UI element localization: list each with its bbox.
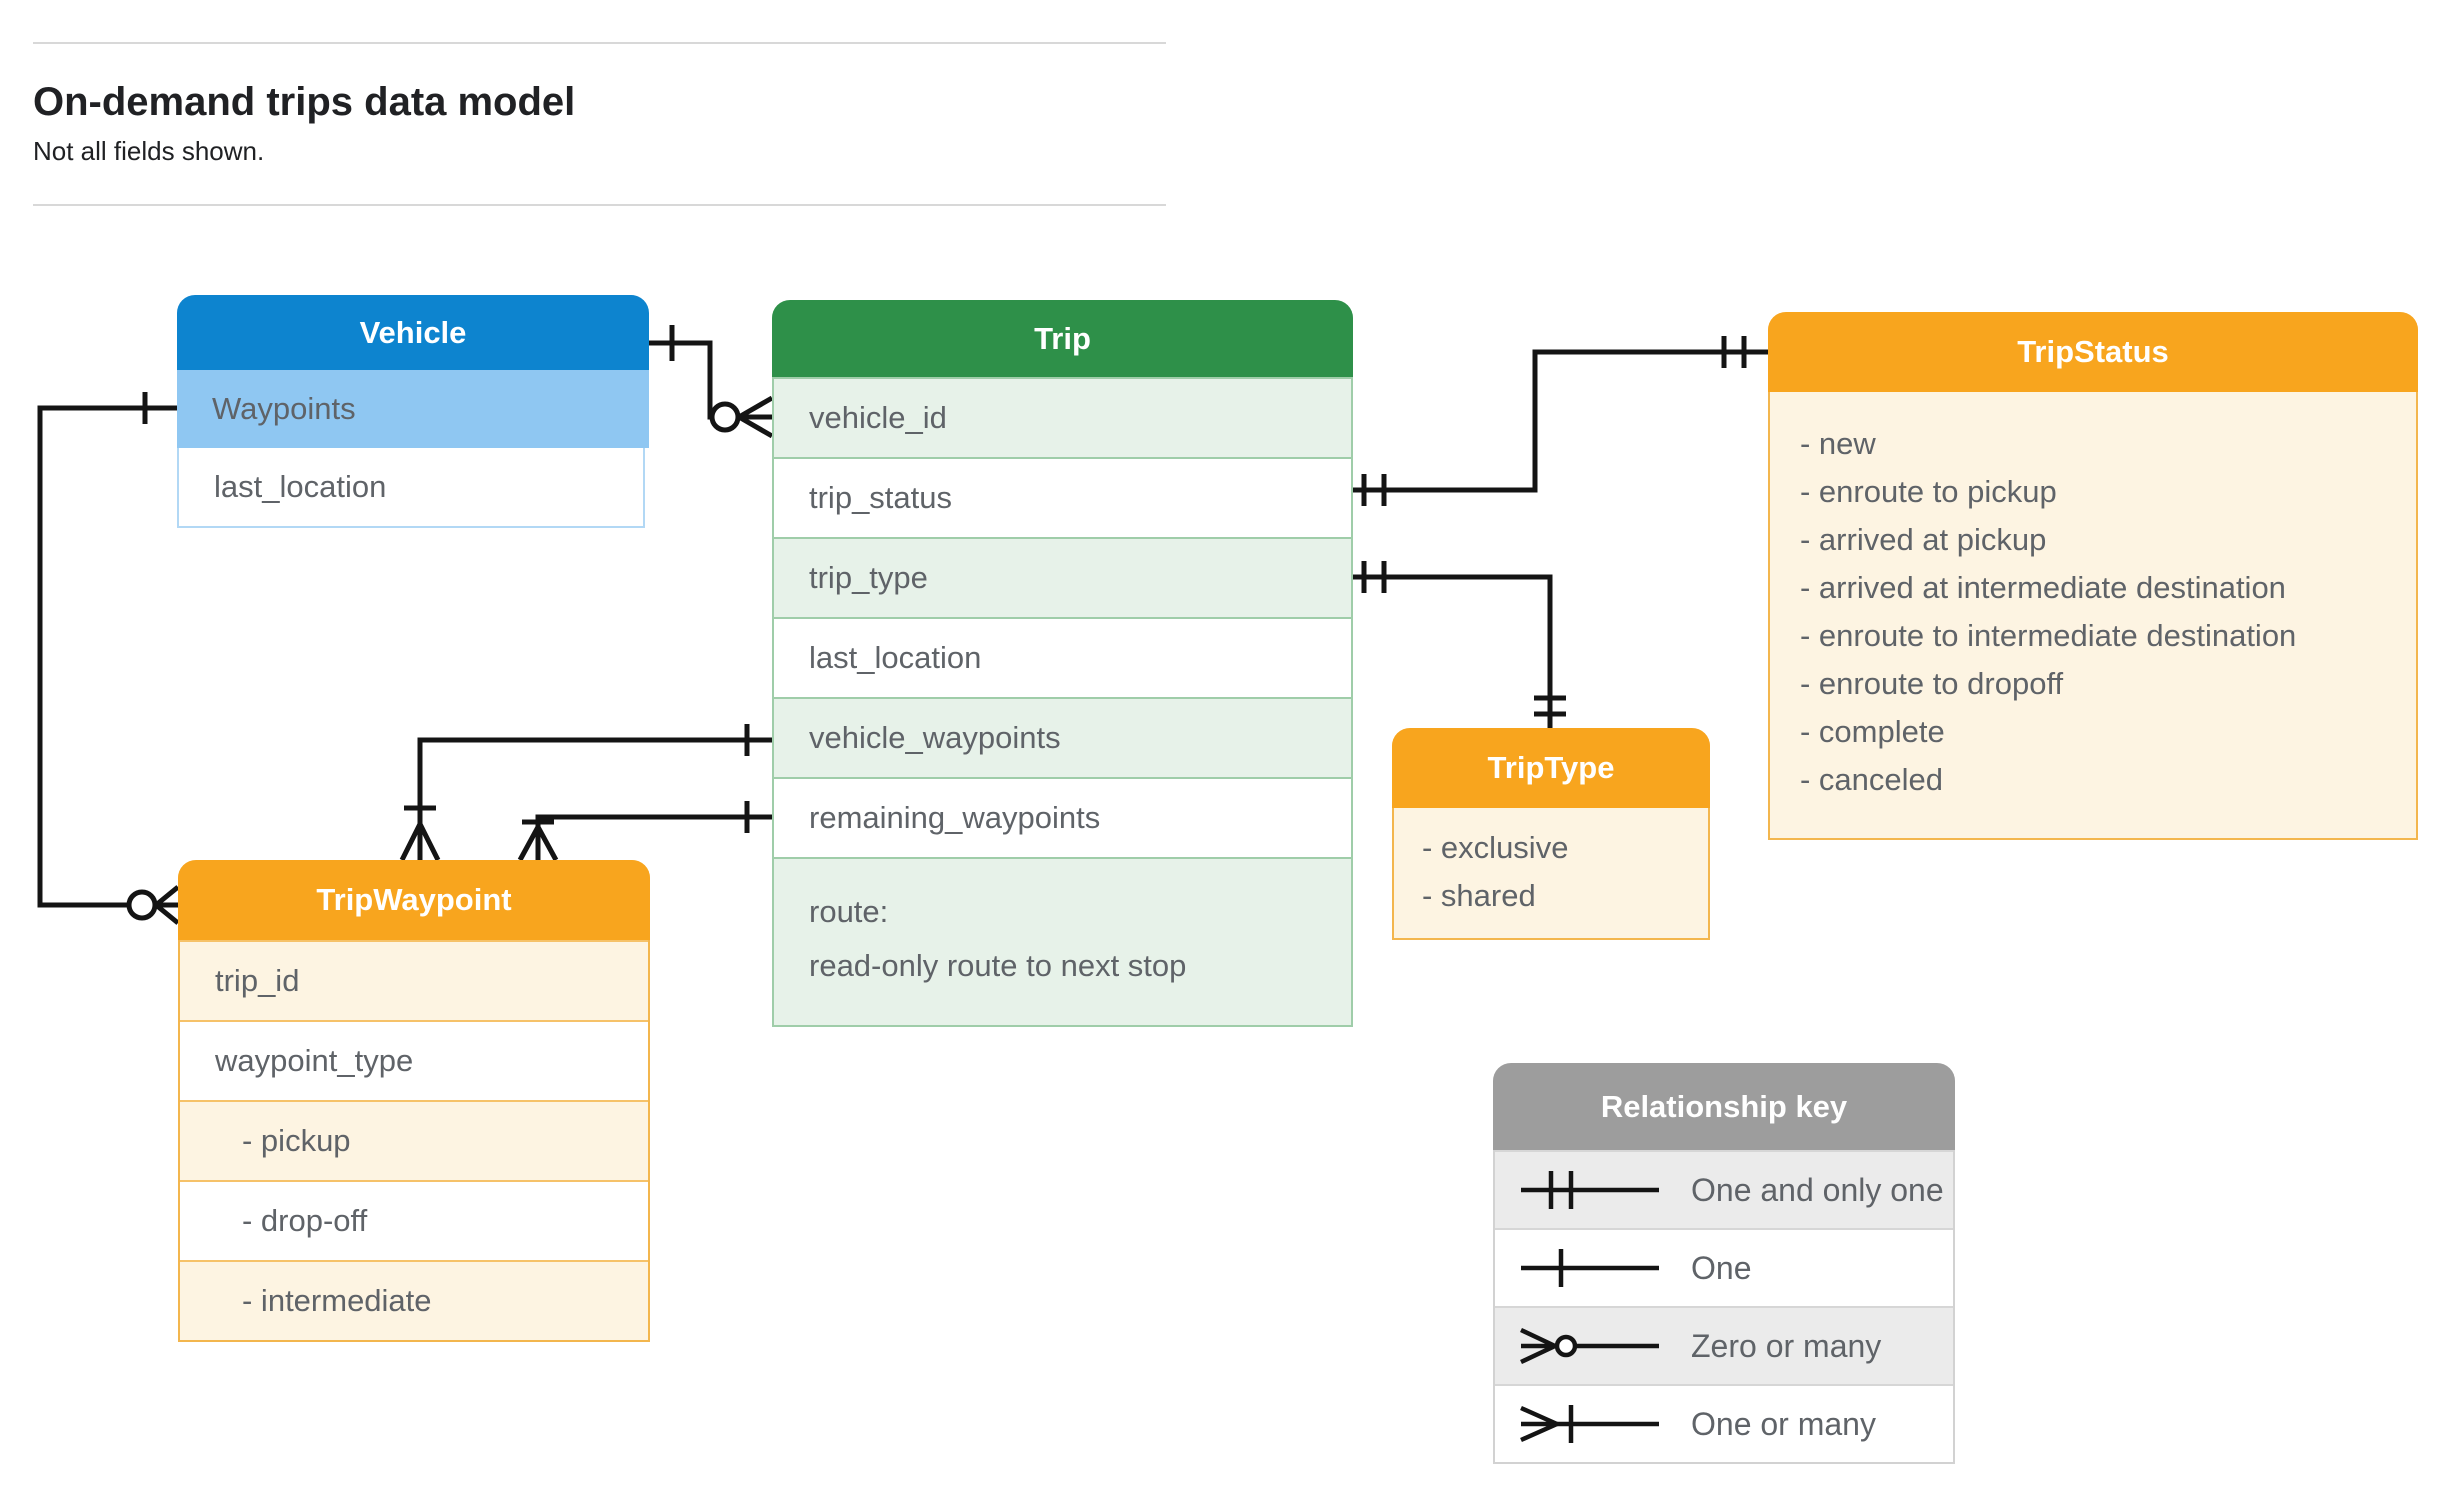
entity-tripwaypoint-title: TripWaypoint [178, 860, 650, 940]
type-value: - shared [1422, 878, 1536, 913]
crow-foot-many [154, 885, 180, 925]
field-last-location: last_location [774, 617, 1351, 697]
waypoint-value-pickup: - pickup [180, 1100, 648, 1180]
status-value: - complete [1800, 714, 1945, 749]
status-value: - arrived at intermediate destination [1800, 570, 2286, 605]
one-or-many-icon [1520, 1405, 1659, 1443]
entity-tripstatus: TripStatus - new - enroute to pickup - a… [1768, 312, 2418, 840]
connector-vehicle-tripwaypoint [37, 392, 180, 925]
entity-vehicle-title: Vehicle [177, 295, 649, 370]
entity-vehicle: Vehicle Waypoints last_location [177, 295, 649, 528]
status-value: - enroute to intermediate destination [1800, 618, 2297, 653]
field-trip-type: trip_type [774, 537, 1351, 617]
legend-label: Zero or many [1691, 1327, 1882, 1364]
relationship-key: Relationship key One and only one One Ze [1493, 1063, 1955, 1464]
legend-row-one-or-many: One or many [1495, 1384, 1953, 1462]
crow-foot-many [517, 825, 559, 862]
one-icon [1521, 1249, 1659, 1287]
zero-marker [709, 401, 741, 433]
field-vehicle-id: vehicle_id [774, 377, 1351, 457]
connector-trip-tripstatus [1353, 336, 1768, 506]
entity-tripstatus-values: - new - enroute to pickup - arrived at p… [1770, 392, 2416, 838]
field-waypoints: Waypoints [177, 370, 649, 448]
status-value: - enroute to pickup [1800, 474, 2057, 509]
relationship-key-title: Relationship key [1493, 1063, 1955, 1150]
connector-trip-tripwaypoint-remaining-waypoints [517, 801, 772, 862]
legend-label: One or many [1691, 1405, 1876, 1442]
legend-row-zero-or-many: Zero or many [1495, 1306, 1953, 1384]
status-value: - new [1800, 426, 1876, 461]
legend-row-one-and-only-one: One and only one [1495, 1150, 1953, 1228]
divider-top [33, 42, 1166, 44]
field-route-label: route: [809, 894, 889, 929]
one-and-only-one-icon [1521, 1171, 1659, 1209]
entity-triptype: TripType - exclusive - shared [1392, 728, 1710, 940]
legend-label: One and only one [1691, 1171, 1944, 1208]
connector-trip-triptype [1353, 561, 1566, 728]
legend-label: One [1691, 1249, 1752, 1286]
waypoint-value-intermediate: - intermediate [180, 1260, 648, 1340]
field-last-location: last_location [179, 448, 643, 526]
connector-trip-tripwaypoint-vehicle-waypoints [399, 724, 772, 862]
crow-foot-many [399, 822, 441, 862]
status-value: - enroute to dropoff [1800, 666, 2064, 701]
entity-triptype-values: - exclusive - shared [1394, 808, 1708, 938]
field-vehicle-waypoints: vehicle_waypoints [774, 697, 1351, 777]
field-trip-id: trip_id [180, 940, 648, 1020]
divider-bottom [33, 204, 1166, 206]
legend-row-one: One [1495, 1228, 1953, 1306]
entity-tripwaypoint: TripWaypoint trip_id waypoint_type - pic… [178, 860, 650, 1342]
status-value: - arrived at pickup [1800, 522, 2047, 557]
entity-triptype-title: TripType [1392, 728, 1710, 808]
field-trip-status: trip_status [774, 457, 1351, 537]
entity-trip: Trip vehicle_id trip_status trip_type la… [772, 300, 1353, 1027]
zero-marker [126, 889, 158, 921]
waypoint-value-dropoff: - drop-off [180, 1180, 648, 1260]
crow-foot-many [737, 395, 774, 439]
zero-or-many-icon [1520, 1327, 1659, 1365]
entity-trip-title: Trip [772, 300, 1353, 377]
field-route: route: read-only route to next stop [774, 857, 1351, 1025]
connector-vehicle-trip [645, 325, 774, 439]
field-waypoint-type: waypoint_type [180, 1020, 648, 1100]
page-subtitle: Not all fields shown. [33, 136, 265, 166]
page-title: On-demand trips data model [33, 80, 576, 124]
field-remaining-waypoints: remaining_waypoints [774, 777, 1351, 857]
type-value: - exclusive [1422, 830, 1569, 865]
field-route-note: read-only route to next stop [809, 948, 1187, 983]
entity-tripstatus-title: TripStatus [1768, 312, 2418, 392]
status-value: - canceled [1800, 762, 1944, 797]
